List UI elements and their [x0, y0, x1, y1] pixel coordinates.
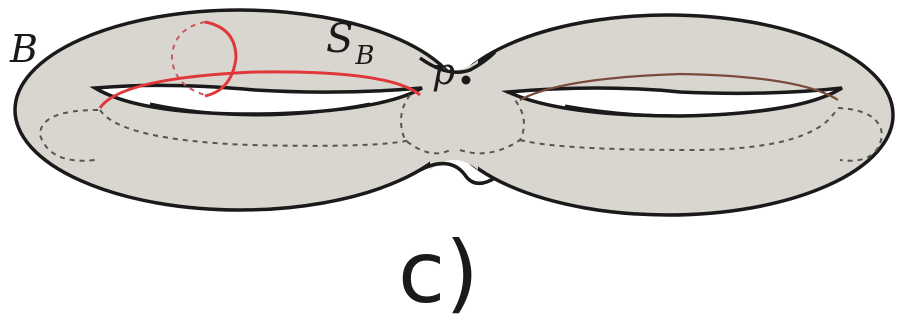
panel-label: c) — [398, 223, 479, 323]
right-inner-longitude — [519, 111, 836, 152]
left-hole-lower-lip — [149, 102, 371, 117]
label-S-subscript: B — [354, 41, 374, 71]
red-longitude — [98, 70, 421, 109]
point-p-dot — [461, 75, 471, 85]
neck-blend — [430, 60, 478, 170]
neck-upper-outline — [418, 50, 497, 74]
label-S: S — [326, 16, 353, 62]
highlight-curves — [98, 20, 421, 109]
right-outer-meridian — [837, 107, 884, 162]
label-S-B: SB — [326, 16, 375, 71]
red-meridian-visible-half — [204, 20, 238, 98]
neck-lower-outline — [419, 161, 496, 185]
hidden-curves — [38, 21, 884, 162]
left-neck-meridian — [400, 94, 451, 155]
right-upper-longitude — [519, 72, 839, 101]
right-neck-meridian — [459, 99, 525, 155]
red-meridian-hidden-half — [170, 21, 206, 96]
label-B: B — [9, 27, 38, 71]
right-hole-lower-lip — [564, 104, 791, 118]
left-outer-meridian — [38, 109, 99, 162]
holes — [89, 83, 843, 118]
label-p: p — [432, 52, 455, 93]
